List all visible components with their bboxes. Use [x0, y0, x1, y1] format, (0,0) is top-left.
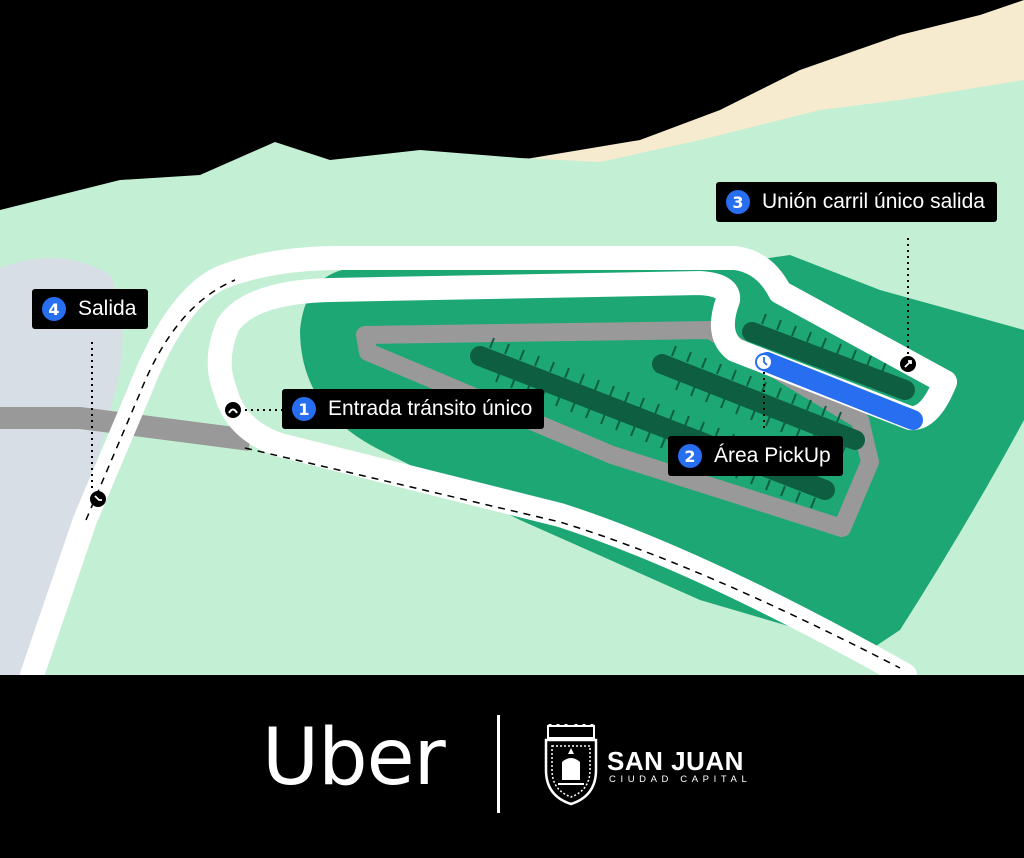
- side-road: [0, 407, 252, 451]
- label-number: 3: [726, 190, 750, 214]
- label-text: Entrada tránsito único: [328, 397, 533, 420]
- lane-dashes: [85, 279, 901, 669]
- merge-marker: [900, 356, 916, 372]
- label-exit-merge: 3 Unión carril único salida: [716, 182, 997, 222]
- leader-lines: [91, 238, 909, 492]
- logo-divider: [497, 715, 500, 813]
- partner-name: SAN JUAN: [607, 746, 744, 776]
- entrance-marker: [225, 402, 241, 418]
- label-text: Área PickUp: [714, 444, 831, 467]
- pickup-marker: [755, 353, 773, 371]
- label-number: 2: [678, 444, 702, 468]
- partner-subtitle: CIUDAD CAPITAL: [609, 774, 752, 785]
- pickup-area-map: [0, 0, 1024, 675]
- label-pickup-area: 2 Área PickUp: [668, 436, 843, 476]
- san-juan-crest-icon: [544, 724, 598, 806]
- footer: [0, 675, 1024, 858]
- parking-area-left: [0, 258, 123, 675]
- exit-marker: [90, 491, 106, 507]
- label-text: Unión carril único salida: [762, 190, 985, 213]
- label-entrance: 1 Entrada tránsito único: [282, 389, 545, 429]
- label-number: 4: [42, 297, 66, 321]
- label-exit: 4 Salida: [32, 289, 149, 329]
- label-number: 1: [292, 397, 316, 421]
- roads: [20, 246, 957, 675]
- uber-logo: Uber: [262, 713, 446, 803]
- label-text: Salida: [78, 297, 137, 320]
- pickup-lane: [757, 352, 923, 430]
